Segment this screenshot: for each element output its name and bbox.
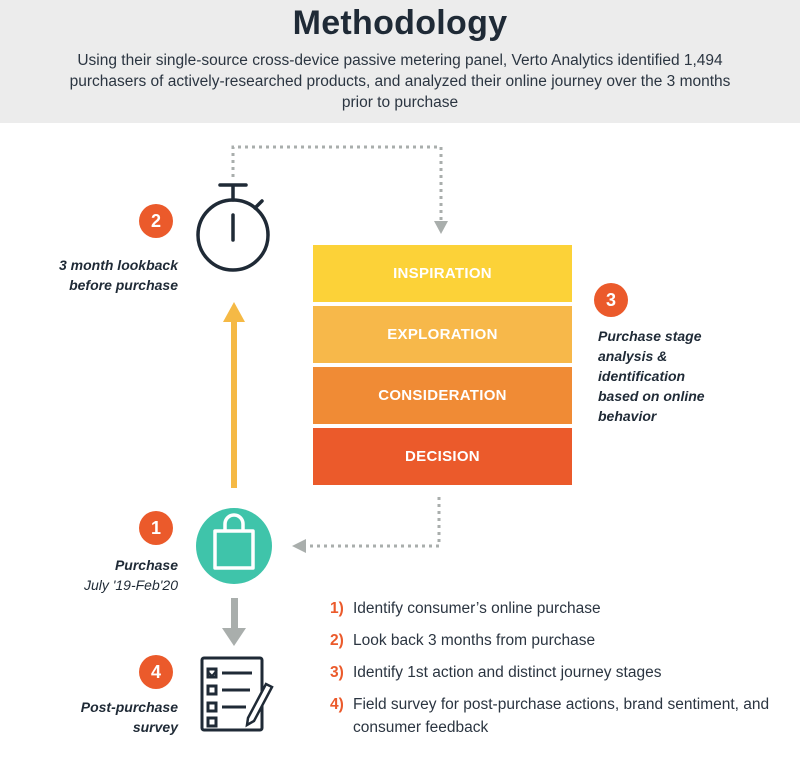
purchase-dates: July '19-Feb'20	[83, 577, 178, 593]
step-number: 1)	[330, 600, 344, 617]
step-item: 4) Field survey for post-purchase action…	[330, 693, 770, 739]
step-number: 2)	[330, 632, 344, 649]
arrow-up-icon	[223, 302, 245, 488]
step-number: 3)	[330, 664, 344, 681]
lookback-note: 3 month lookback before purchase	[20, 255, 178, 295]
badge-1: 1	[139, 511, 173, 545]
stage-consideration: CONSIDERATION	[313, 367, 572, 424]
step-item: 3) Identify 1st action and distinct jour…	[330, 661, 770, 684]
step-number: 4)	[330, 696, 344, 713]
badge-4: 4	[139, 655, 173, 689]
analysis-line-5: behavior	[598, 408, 657, 424]
dotted-arrowhead-down	[434, 221, 448, 234]
lookback-line-2: before purchase	[69, 277, 178, 293]
step-item: 1) Identify consumer’s online purchase	[330, 597, 770, 620]
stopwatch-icon	[196, 183, 270, 272]
lookback-line-1: 3 month lookback	[58, 257, 178, 273]
step-text: Field survey for post-purchase actions, …	[353, 696, 770, 736]
page-title: Methodology	[292, 4, 508, 42]
dotted-arrowhead-left	[292, 539, 306, 553]
analysis-line-2: analysis &	[598, 348, 668, 364]
purchase-line-1: Purchase	[114, 557, 178, 573]
analysis-line-1: Purchase stage	[598, 328, 702, 344]
step-text: Look back 3 months from purchase	[353, 632, 596, 649]
steps-list: 1) Identify consumer’s online purchase 2…	[330, 597, 770, 748]
analysis-note: Purchase stage analysis & identification…	[598, 326, 788, 426]
dotted-connector-top	[231, 145, 443, 223]
survey-line-1: Post-purchase	[80, 699, 178, 715]
page-subtitle: Using their single-source cross-device p…	[69, 52, 731, 111]
dotted-connector-bottom	[306, 497, 441, 548]
survey-note: Post-purchase survey	[20, 697, 178, 737]
step-text: Identify consumer’s online purchase	[353, 600, 601, 617]
analysis-line-3: identification	[598, 368, 686, 384]
checklist-icon	[200, 656, 274, 732]
stage-inspiration: INSPIRATION	[313, 245, 572, 302]
stage-decision: DECISION	[313, 428, 572, 485]
arrow-down-icon	[222, 598, 246, 646]
shopping-bag-icon	[196, 508, 272, 584]
analysis-line-4: based on online	[598, 388, 705, 404]
step-text: Identify 1st action and distinct journey…	[353, 664, 662, 681]
badge-3: 3	[594, 283, 628, 317]
badge-2: 2	[139, 204, 173, 238]
survey-line-2: survey	[132, 719, 178, 735]
stage-exploration: EXPLORATION	[313, 306, 572, 363]
step-item: 2) Look back 3 months from purchase	[330, 629, 770, 652]
purchase-note: Purchase July '19-Feb'20	[20, 555, 178, 595]
